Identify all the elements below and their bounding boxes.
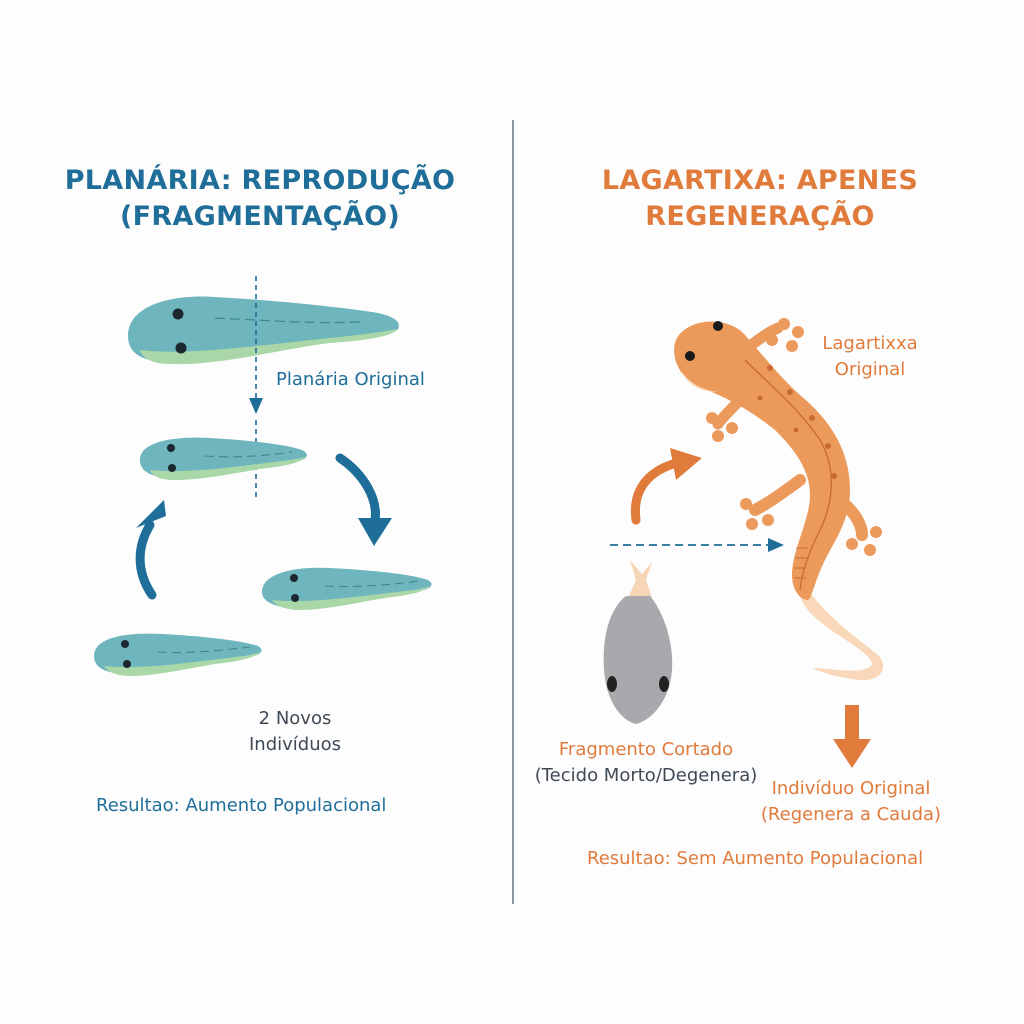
planaria-result: Resultao: Aumento Populacional bbox=[96, 795, 387, 816]
dashed-arrow-head-icon bbox=[768, 538, 784, 552]
planaria-original-label: Planária Original bbox=[276, 369, 425, 390]
planaria-original bbox=[128, 296, 399, 365]
planaria-fragment-top bbox=[140, 437, 307, 480]
cycle-arrow-left-icon bbox=[135, 500, 166, 600]
lizard-result: Resultao: Sem Aumento Populacional bbox=[587, 848, 924, 869]
cycle-arrow-right-icon bbox=[335, 453, 392, 546]
lizard-original bbox=[674, 318, 884, 681]
planaria-title: PLANÁRIA: REPRODUÇÃO (FRAGMENTAÇÃO) bbox=[64, 165, 456, 232]
down-arrow-icon bbox=[249, 398, 263, 414]
center-divider bbox=[512, 120, 514, 904]
regeneration-label: Indivíduo Original (Regenera a Cauda) bbox=[760, 778, 942, 825]
lizard-original-label: Lagartixxa Original bbox=[822, 333, 918, 380]
cut-fragment bbox=[603, 560, 673, 724]
fragment-label: Fragmento Cortado (Tecido Morto/Degenera… bbox=[534, 739, 758, 786]
planaria-new-1 bbox=[262, 567, 432, 610]
new-individuals-label: 2 Novos Indivíduos bbox=[248, 708, 342, 755]
lizard-title: LAGARTIXA: APENES REGENERAÇÃO bbox=[601, 165, 919, 232]
curved-orange-arrow-icon bbox=[630, 448, 702, 525]
planaria-new-2 bbox=[94, 633, 262, 676]
down-orange-arrow-icon bbox=[833, 705, 871, 768]
